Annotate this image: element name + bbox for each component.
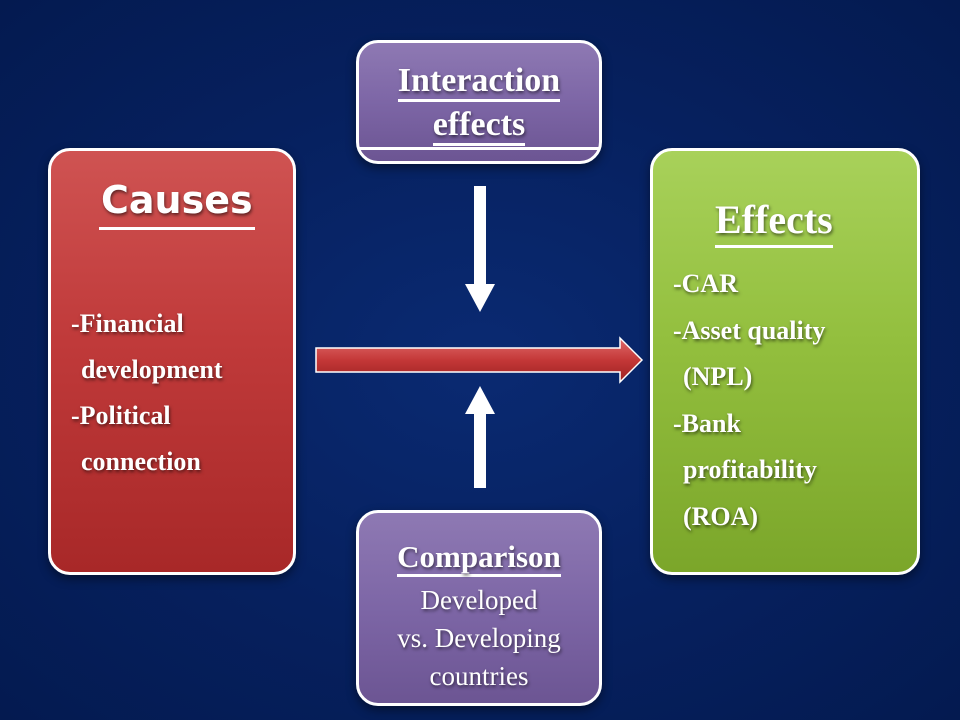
causes-item: connection — [81, 447, 201, 476]
causes-item: -Political — [71, 401, 171, 430]
effects-item: profitability — [683, 455, 817, 484]
interaction-title-line1: Interaction — [397, 62, 561, 102]
causes-list: -Financial development -Political connec… — [71, 301, 223, 485]
causes-item: development — [81, 355, 223, 384]
effects-item: (NPL) — [683, 362, 753, 391]
arrow-up — [465, 386, 495, 488]
comparison-box: Comparison Developed vs. Developing coun… — [356, 510, 602, 706]
causes-title: Causes — [99, 180, 255, 230]
effects-item: -CAR — [673, 269, 738, 298]
comparison-line: vs. Developing — [397, 623, 561, 653]
effects-item: -Asset quality — [673, 315, 826, 345]
arrow-down — [465, 186, 495, 312]
main-arrow-right — [315, 336, 644, 384]
comparison-body: Developed vs. Developing countries — [359, 581, 599, 695]
comparison-head: Comparison — [359, 539, 599, 577]
interaction-effects-box: Interaction effects — [356, 40, 602, 164]
effects-list: -CAR -Asset quality (NPL) -Bank profitab… — [673, 261, 825, 540]
causes-item: -Financial — [71, 309, 184, 338]
effects-box: Effects -CAR -Asset quality (NPL) -Bank … — [650, 148, 920, 575]
interaction-title: Interaction effects — [359, 59, 599, 150]
comparison-line: Developed — [420, 585, 538, 615]
effects-item: -Bank — [673, 408, 741, 438]
effects-item: (ROA) — [683, 501, 759, 531]
causes-box: Causes -Financial development -Political… — [48, 148, 296, 575]
interaction-title-line2: effects — [432, 106, 526, 146]
effects-title: Effects — [715, 199, 833, 248]
comparison-line: countries — [429, 661, 529, 691]
comparison-title: Comparison — [397, 539, 561, 577]
